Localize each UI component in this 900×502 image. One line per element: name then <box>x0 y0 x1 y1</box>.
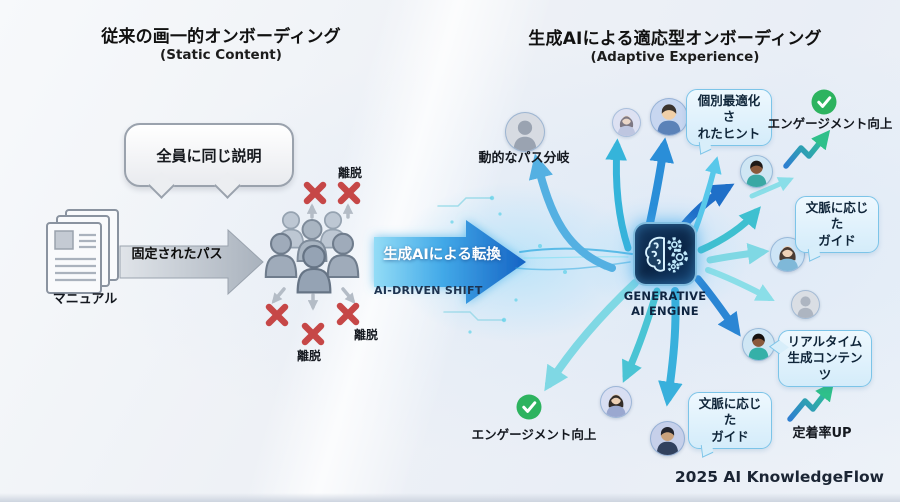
users-group-icon <box>264 211 360 294</box>
context-guide-bubble-bottom: 文脈に応じた ガイド <box>688 392 772 449</box>
dropout-label-bottom-right: 離脱 <box>354 328 379 342</box>
dropout-label-bottom: 離脱 <box>297 349 322 363</box>
trend-up-icon <box>783 129 831 169</box>
generative-ai-engine-icon <box>633 222 697 286</box>
same-explanation-bubble: 全員に同じ説明 <box>124 123 294 187</box>
shift-arrow-label-en: AI-DRIVEN SHIFT <box>374 284 483 297</box>
shift-arrow-label-jp: 生成AIによる転換 <box>383 247 501 263</box>
fixed-path-label: 固定されたパス <box>131 247 223 262</box>
bottom-edge-strip <box>0 493 900 502</box>
personalized-hints-bubble: 個別最適化さ れたヒント <box>686 89 772 146</box>
avatar-generic <box>505 112 545 152</box>
engagement-up-label-bottom: エンゲージメント向上 <box>471 427 597 442</box>
brain-gears-icon <box>645 236 688 273</box>
avatar-man <box>650 98 688 136</box>
right-panel-subtitle: (Adaptive Experience) <box>590 49 760 65</box>
avatar-generic <box>791 290 820 319</box>
check-icon <box>811 89 837 115</box>
avatar-woman <box>600 386 632 418</box>
check-icon <box>516 394 542 420</box>
trend-up-icon <box>787 381 835 422</box>
x-icon <box>337 181 361 205</box>
same-explanation-label: 全員に同じ説明 <box>156 146 262 165</box>
realtime-content-bubble: リアルタイム 生成コンテンツ <box>778 330 872 387</box>
x-icon <box>336 302 360 326</box>
left-panel-title: 従来の画一的オンボーディング <box>101 27 341 47</box>
x-icon <box>303 181 327 205</box>
x-icon <box>301 322 325 346</box>
avatar-man <box>740 155 773 188</box>
manual-label: マニュアル <box>52 292 118 307</box>
manual-documents-icon <box>46 209 119 294</box>
x-icon <box>265 303 289 327</box>
engine-label: GENERATIVE AI ENGINE <box>623 289 707 318</box>
engagement-up-label-top: エンゲージメント向上 <box>767 116 893 131</box>
dynamic-path-label: 動的なパス分岐 <box>478 151 570 166</box>
context-guide-bubble-top: 文脈に応じた ガイド <box>795 196 879 253</box>
right-panel-title: 生成AIによる適応型オンボーディング <box>528 29 822 49</box>
dropout-label-top: 離脱 <box>337 166 362 180</box>
left-panel-subtitle: (Static Content) <box>160 47 282 63</box>
footer-credit: 2025 AI KnowledgeFlow <box>674 468 884 486</box>
avatar-man <box>650 421 685 456</box>
fixed-path-arrow <box>119 228 264 296</box>
avatar-woman <box>612 108 641 137</box>
retention-up-label: 定着率UP <box>792 426 852 441</box>
